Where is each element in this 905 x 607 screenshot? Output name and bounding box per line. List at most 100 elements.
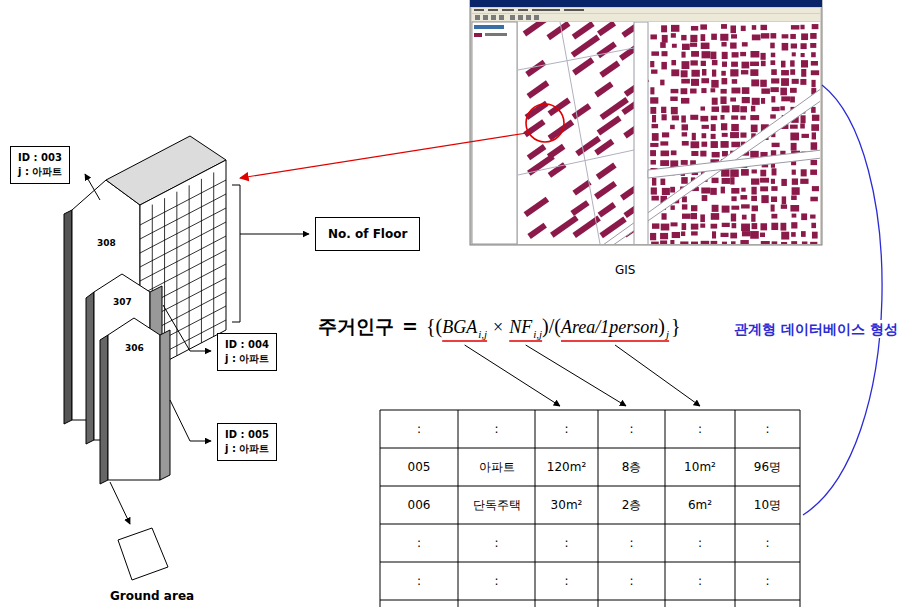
map-building bbox=[780, 223, 786, 231]
building-number: 308 bbox=[96, 238, 117, 249]
map-building bbox=[790, 125, 798, 129]
map-building bbox=[690, 35, 697, 42]
formula-term: BGA bbox=[442, 317, 477, 338]
map-building bbox=[651, 242, 659, 244]
table-cell: 30m² bbox=[535, 486, 598, 524]
map-building bbox=[790, 133, 799, 141]
map-building bbox=[800, 25, 804, 30]
map-building bbox=[661, 25, 667, 32]
map-building bbox=[672, 232, 680, 238]
map-building bbox=[781, 242, 787, 244]
map-building bbox=[700, 107, 705, 111]
map-building bbox=[682, 141, 689, 146]
map-building bbox=[722, 133, 728, 137]
table-cell-text: 2층 bbox=[622, 497, 642, 514]
shape bbox=[502, 9, 514, 11]
shape bbox=[474, 25, 504, 29]
pointer-arrow bbox=[240, 133, 527, 178]
map-building bbox=[572, 22, 595, 40]
table-cell-text: : bbox=[698, 536, 702, 550]
map-building bbox=[597, 116, 622, 136]
map-building bbox=[742, 231, 751, 236]
map-building bbox=[731, 115, 738, 119]
map-building bbox=[730, 43, 736, 49]
shape bbox=[472, 22, 517, 244]
map-building bbox=[598, 202, 617, 217]
map-building bbox=[760, 53, 765, 60]
map-building bbox=[662, 35, 668, 43]
map-building bbox=[740, 195, 747, 199]
map-building bbox=[742, 87, 750, 94]
table-cell-text: : bbox=[629, 574, 633, 588]
map-building bbox=[781, 78, 789, 86]
map-building bbox=[712, 60, 718, 65]
map-building bbox=[811, 160, 818, 165]
shape bbox=[380, 410, 800, 411]
table-cell-text: 006 bbox=[408, 498, 431, 512]
shape bbox=[380, 486, 800, 487]
map-building bbox=[771, 179, 775, 184]
table-cell: : bbox=[735, 524, 800, 562]
map-building bbox=[721, 42, 726, 46]
formula: 주거인구={(BGAi,j×NFi,j)/(Area/1person)j} bbox=[318, 314, 681, 340]
formula-term: i,j bbox=[533, 328, 542, 340]
table-cell-text: : bbox=[417, 574, 421, 588]
table-cell-text: : bbox=[564, 536, 568, 550]
map-building bbox=[701, 61, 706, 66]
table-cell-text: 10명 bbox=[754, 497, 781, 514]
map-building bbox=[681, 70, 688, 77]
table-cell-text: 단독주택 bbox=[473, 497, 521, 514]
map-building bbox=[662, 132, 669, 137]
id-callout-box: ID : 003j : 아파트 bbox=[10, 146, 70, 184]
table-cell: : bbox=[535, 524, 598, 562]
map-building bbox=[760, 178, 769, 183]
map-building bbox=[652, 133, 659, 141]
map-building bbox=[671, 222, 678, 226]
map-building bbox=[681, 35, 686, 40]
map-building bbox=[720, 96, 726, 104]
shape bbox=[380, 448, 800, 449]
map-building bbox=[701, 78, 709, 83]
shape bbox=[598, 410, 599, 607]
map-building bbox=[801, 231, 806, 237]
shape bbox=[526, 15, 531, 20]
table-cell-text: : bbox=[564, 422, 568, 436]
shape bbox=[472, 14, 820, 21]
map-building bbox=[671, 33, 676, 38]
map-building bbox=[811, 52, 816, 57]
map-building bbox=[671, 107, 678, 114]
map-building bbox=[812, 186, 819, 191]
text-line: j : 아파트 bbox=[225, 442, 269, 456]
map-building bbox=[782, 34, 789, 38]
table-cell: : bbox=[665, 524, 735, 562]
map-building bbox=[741, 26, 746, 31]
table-cell: : bbox=[598, 562, 665, 600]
table-cell-text: 아파트 bbox=[479, 459, 515, 476]
shape bbox=[380, 600, 800, 601]
map-building bbox=[801, 60, 808, 67]
relation-curve bbox=[803, 85, 882, 515]
table-cell: 006 bbox=[380, 486, 458, 524]
map-building bbox=[662, 114, 667, 120]
map-building bbox=[791, 143, 797, 151]
map-building bbox=[770, 87, 778, 92]
map-building bbox=[681, 88, 688, 94]
map-building bbox=[672, 44, 677, 48]
shape bbox=[526, 104, 564, 142]
map-building bbox=[671, 150, 677, 155]
shape bbox=[483, 15, 488, 20]
map-building bbox=[712, 231, 716, 238]
map-building bbox=[672, 115, 679, 120]
map-building bbox=[750, 51, 759, 57]
map-building bbox=[731, 88, 740, 94]
map-building bbox=[811, 70, 819, 75]
table-cell-text: : bbox=[564, 574, 568, 588]
map-building bbox=[792, 170, 796, 175]
map-building bbox=[682, 204, 687, 209]
node-text: ID : 003 bbox=[18, 152, 62, 163]
map-building bbox=[700, 151, 706, 157]
building-number: 306 bbox=[124, 343, 145, 354]
map-building bbox=[594, 181, 617, 200]
map-building bbox=[651, 187, 657, 194]
gis-label: GIS bbox=[614, 263, 636, 277]
